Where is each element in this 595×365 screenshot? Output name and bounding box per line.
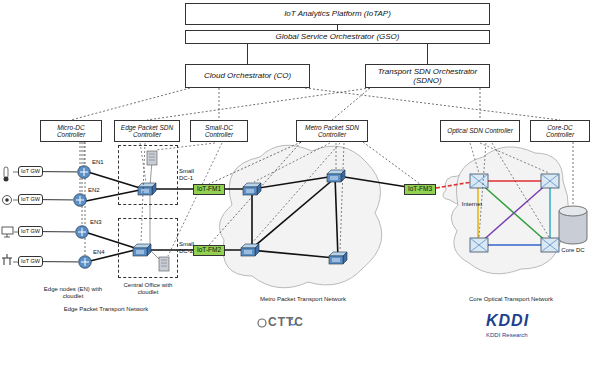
cylinder-icon [558,205,588,245]
node-text: IoT-FM1 [197,186,221,193]
gateway-box: IoT GW [18,166,43,177]
controller-box: Metro Packet SDN Controller [296,120,368,142]
node-text: Core DC [552,247,594,253]
connector [219,88,220,120]
connector [363,142,420,184]
node-text: Micro-DC Controller [43,124,99,139]
edge-node: EN3 [75,225,89,239]
orchestrator-box: Cloud Orchestrator (CO) [185,64,310,88]
node-text: Core-DC Controller [533,124,587,139]
node-text: Cloud Orchestrator (CO) [204,71,291,80]
fog-manager-box: IoT-FM2 [193,245,225,256]
edge-node: EN4 [78,255,92,269]
datacenter-region: Small DC-1 [118,145,178,205]
node-text: Small DC-1 [179,168,205,182]
node-text: EN4 [93,249,105,255]
router-arrows [78,228,86,236]
node-text: IoT GW [21,197,40,203]
caption-label: KDDI Research [486,332,556,339]
caption-label: Core Optical Transport Network [446,296,576,303]
connector [332,88,370,120]
cylinder-top [559,206,587,216]
node-text: IoT-FM2 [197,247,221,254]
connector [71,88,190,120]
router-icon [75,225,89,239]
router-icon [77,165,91,179]
router-arrows [81,258,89,266]
router-arrows [76,196,84,204]
gateway-box: IoT GW [18,194,43,205]
controller-box: Micro-DC Controller [40,120,102,142]
caption-label: Edge Packet Transport Network [58,306,154,313]
orchestrator-box: Global Service Orchestrator (GSO) [185,30,490,44]
caption-label: Internet [452,201,492,208]
node-text: IoT-FM3 [408,186,432,193]
router-body [78,166,91,179]
connector [247,44,248,64]
router-body [74,194,87,207]
node-text: IoT GW [21,229,40,235]
connector [209,142,301,184]
connector [573,142,574,205]
connector [43,231,75,232]
connector [43,171,77,172]
core-datacenter: Core DC [558,205,588,245]
router-icon [73,193,87,207]
connector [43,261,78,262]
gateway-box: IoT GW [18,256,43,267]
router-body [79,256,92,269]
connector [43,199,73,200]
node-text: IoT Analytics Platform (IoTAP) [284,9,391,18]
router-body [76,226,89,239]
fog-manager-box: IoT-FM1 [193,184,225,195]
caption-label: Central Office with cloudlet [116,282,180,296]
node-text: Edge Packet SDN Controller [117,124,177,139]
edge-node: EN1 [77,165,91,179]
controller-box: Small-DC Controller [190,120,248,142]
controller-box: Core-DC Controller [530,120,590,142]
router-arrows [80,168,88,176]
controller-box: Optical SDN Controller [440,120,520,142]
connector [147,88,370,120]
connector [480,88,481,120]
node-text: IoT GW [21,169,40,175]
caption-label: KDDI [486,312,546,330]
gateway-box: IoT GW [18,226,43,237]
platform-box: IoT Analytics Platform (IoTAP) [185,3,490,25]
node-text: EN2 [88,187,100,193]
node-text: EN3 [90,219,102,225]
orchestrator-box: Transport SDN Orchestrator (SDNO) [365,64,490,88]
router-icon [78,255,92,269]
connector [84,142,85,165]
caption-label: Edge nodes (EN) with cloudlet [40,286,106,300]
datacenter-region: Small DC-2 [118,218,178,278]
fog-manager-box: IoT-FM3 [404,184,436,195]
connector [427,44,428,64]
node-text: Transport SDN Orchestrator (SDNO) [369,67,486,85]
node-text: Metro Packet SDN Controller [299,124,365,139]
node-text: EN1 [92,159,104,165]
connector [305,88,560,120]
node-text: Small-DC Controller [193,124,245,139]
node-text: Global Service Orchestrator (GSO) [275,32,399,41]
controller-box: Edge Packet SDN Controller [114,120,180,142]
edge-node: EN2 [73,193,87,207]
node-text: Optical SDN Controller [447,127,513,134]
connector [82,142,83,225]
caption-label: CTTC [268,316,308,330]
node-text: IoT GW [21,259,40,265]
caption-label: Metro Packet Transport Network [228,296,378,303]
